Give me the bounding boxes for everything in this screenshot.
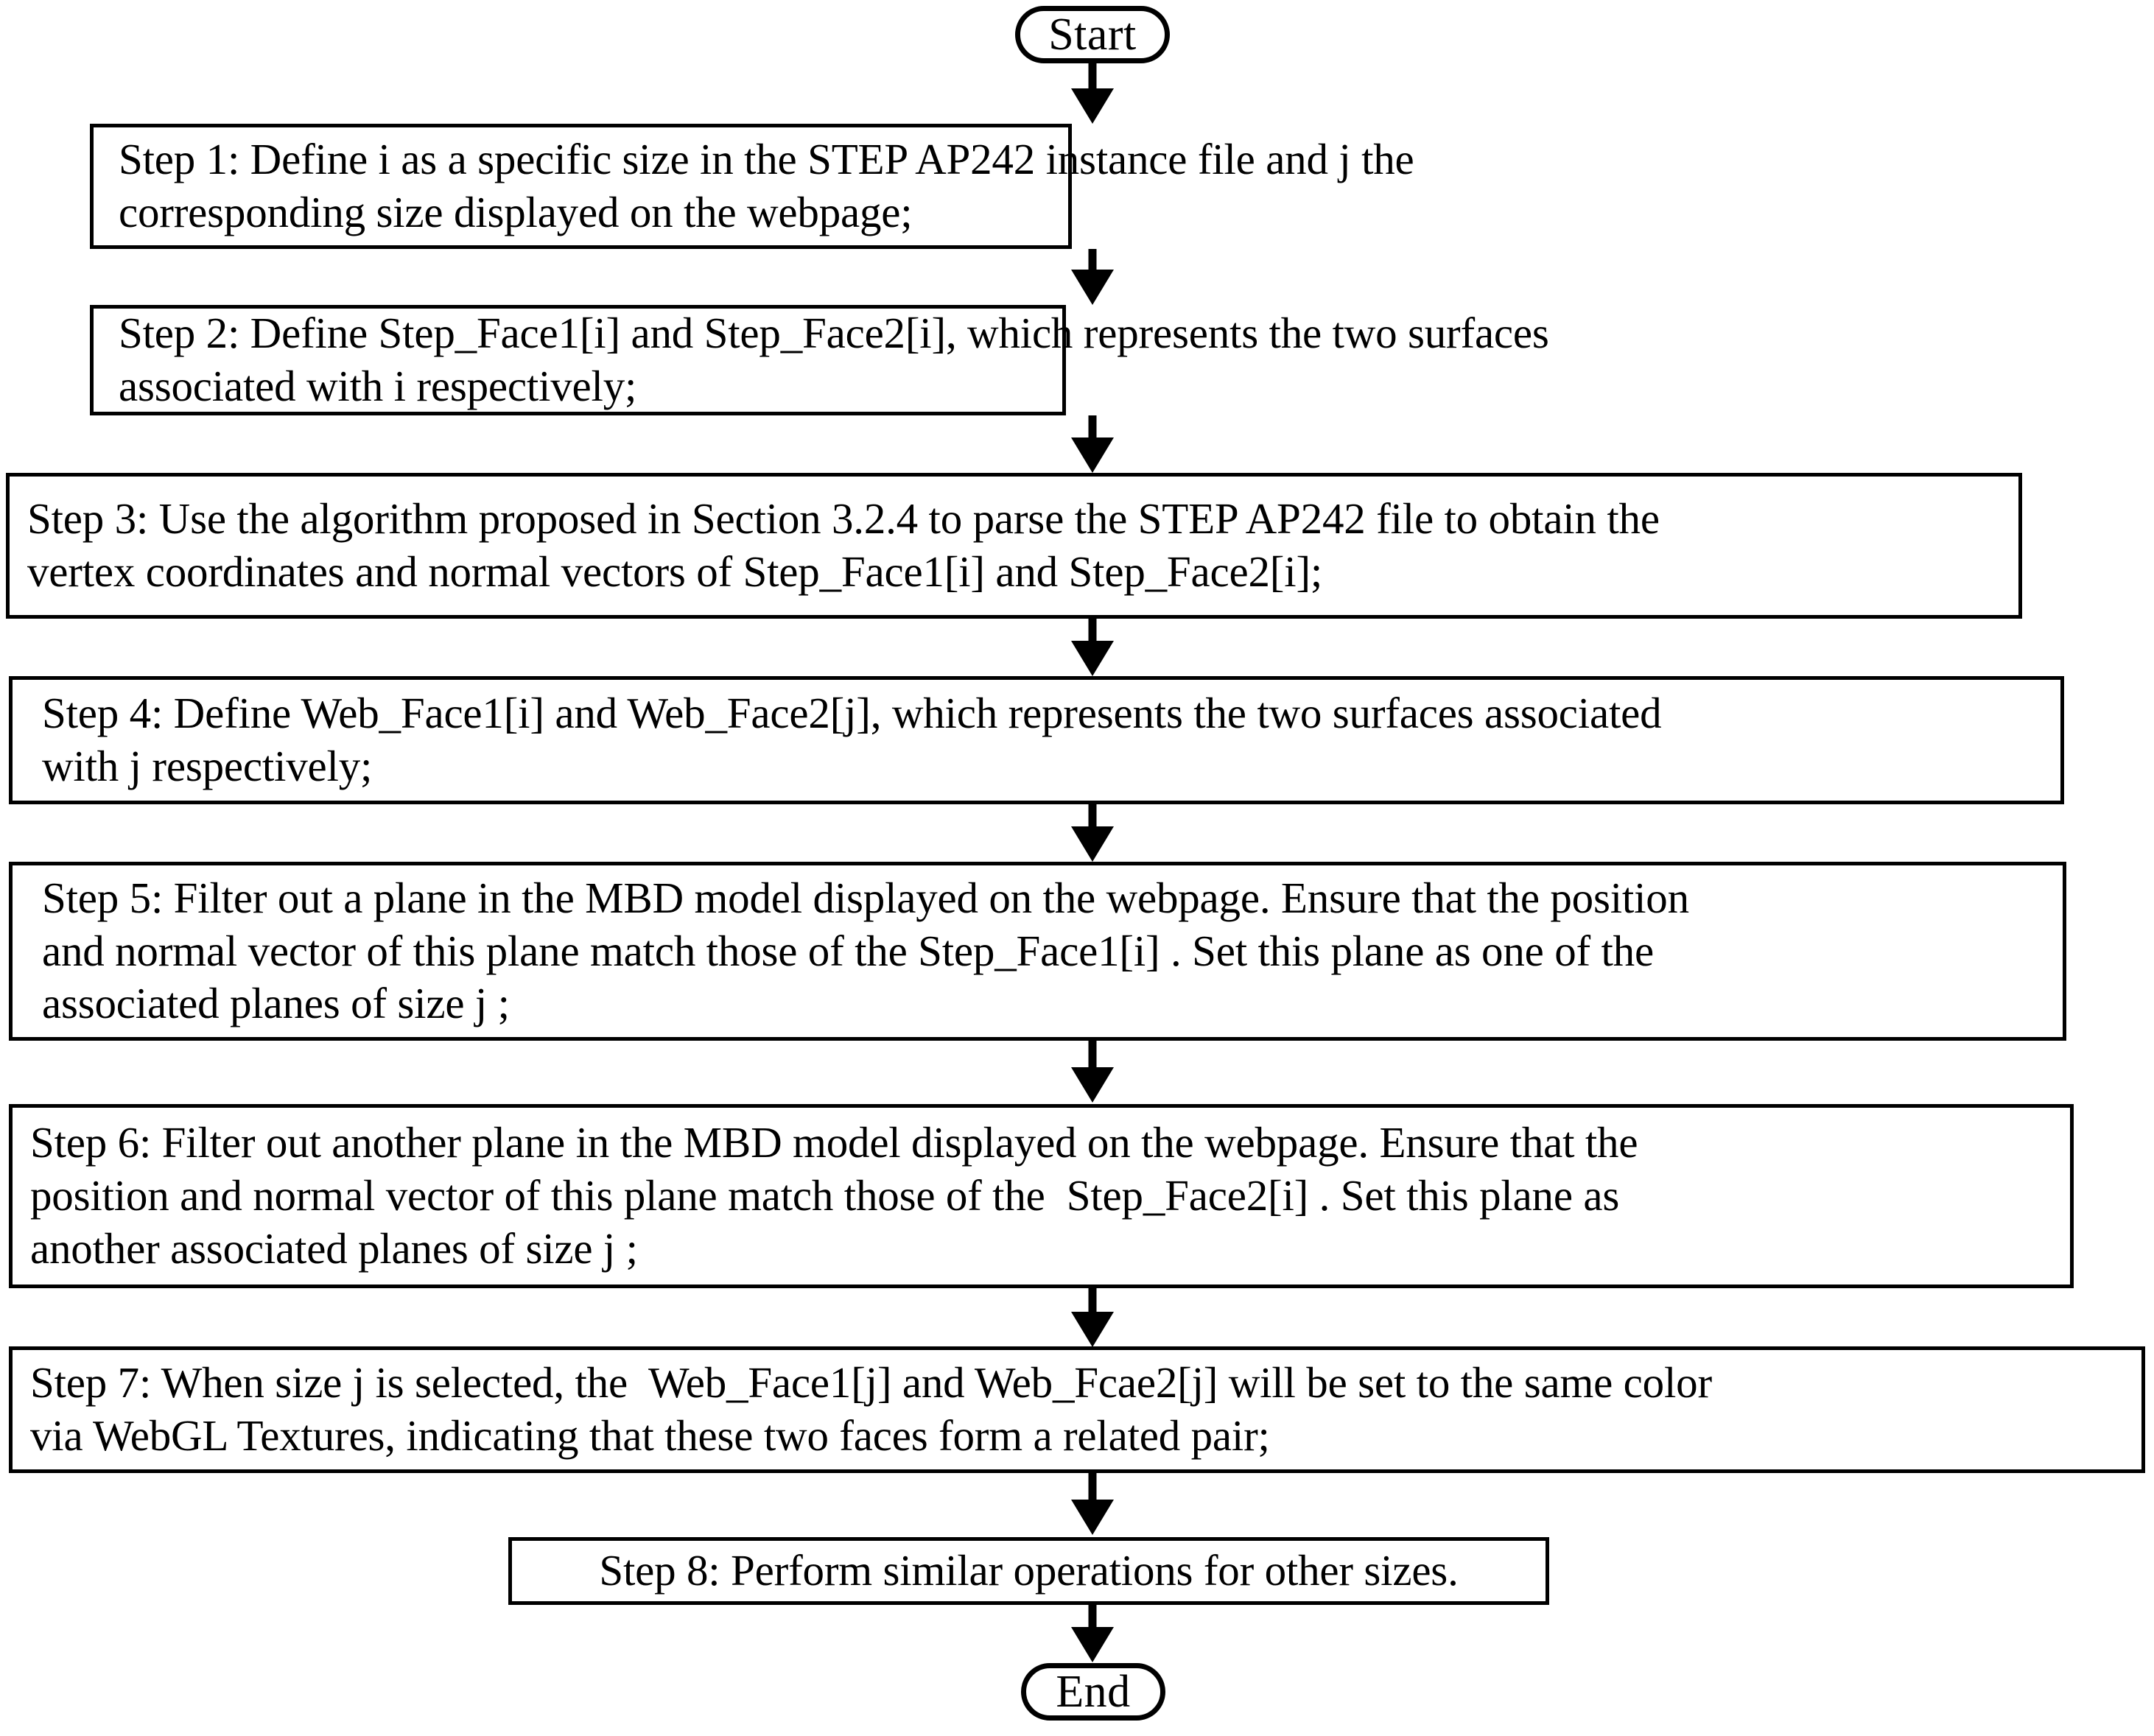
node-step5-line-1: Step 5: Filter out a plane in the MBD mo… (42, 873, 1689, 922)
node-step1-line-1: Step 1: Define i as a specific size in t… (119, 135, 1414, 184)
arrowhead-down-icon (1071, 88, 1114, 124)
node-step2-line-2: associated with i respectively; (119, 362, 637, 410)
edge-shaft (1088, 249, 1097, 273)
node-step6-line-3: another associated planes of size j ; (30, 1223, 638, 1273)
edge-shaft (1088, 1041, 1097, 1070)
node-step1-line-2: corresponding size displayed on the webp… (119, 188, 913, 236)
arrowhead-down-icon (1071, 270, 1114, 305)
node-step5-line-3: associated planes of size j ; (42, 979, 510, 1028)
node-step6: Step 6: Filter out another plane in the … (9, 1104, 2074, 1288)
node-step8: Step 8: Perform similar operations for o… (508, 1537, 1549, 1605)
node-start-label: Start (1048, 10, 1137, 60)
node-step6-line-1: Step 6: Filter out another plane in the … (30, 1118, 1638, 1167)
node-end-label: End (1056, 1667, 1131, 1717)
node-step5-line-2: and normal vector of this plane match th… (42, 926, 1654, 975)
arrowhead-down-icon (1071, 1627, 1114, 1662)
arrowhead-down-icon (1071, 826, 1114, 862)
edge-shaft (1088, 619, 1097, 644)
node-step1: Step 1: Define i as a specific size in t… (90, 124, 1414, 249)
node-step3-line-2: vertex coordinates and normal vectors of… (27, 547, 1323, 596)
node-end: End (1021, 1663, 1165, 1721)
node-step2-line-1: Step 2: Define Step_Face1[i] and Step_Fa… (119, 309, 1549, 358)
edge-shaft (1088, 1288, 1097, 1315)
edge-shaft (1088, 804, 1097, 829)
node-step3-line-1: Step 3: Use the algorithm proposed in Se… (27, 494, 1660, 544)
node-step7-line-1: Step 7: When size j is selected, the Web… (30, 1358, 1712, 1408)
node-step5: Step 5: Filter out a plane in the MBD mo… (9, 862, 2066, 1041)
node-step2: Step 2: Define Step_Face1[i] and Step_Fa… (90, 305, 1549, 415)
edge-shaft (1088, 1605, 1097, 1630)
node-step3: Step 3: Use the algorithm proposed in Se… (6, 473, 2022, 619)
edge-shaft (1088, 1473, 1097, 1503)
node-step7-line-2: via WebGL Textures, indicating that thes… (30, 1411, 1270, 1460)
node-step4-line-1: Step 4: Define Web_Face1[i] and Web_Face… (42, 689, 1662, 738)
node-step7: Step 7: When size j is selected, the Web… (9, 1346, 2145, 1473)
node-step6-line-2: position and normal vector of this plane… (30, 1171, 1620, 1220)
edge-shaft (1088, 63, 1097, 91)
edge-shaft (1088, 415, 1097, 440)
node-start: Start (1015, 6, 1170, 63)
arrowhead-down-icon (1071, 437, 1114, 473)
arrowhead-down-icon (1071, 641, 1114, 676)
node-step4-line-2: with j respectively; (42, 742, 373, 790)
arrowhead-down-icon (1071, 1067, 1114, 1103)
arrowhead-down-icon (1071, 1500, 1114, 1535)
node-step4: Step 4: Define Web_Face1[i] and Web_Face… (9, 676, 2064, 804)
node-step8-line-1: Step 8: Perform similar operations for o… (599, 1546, 1459, 1595)
arrowhead-down-icon (1071, 1312, 1114, 1347)
